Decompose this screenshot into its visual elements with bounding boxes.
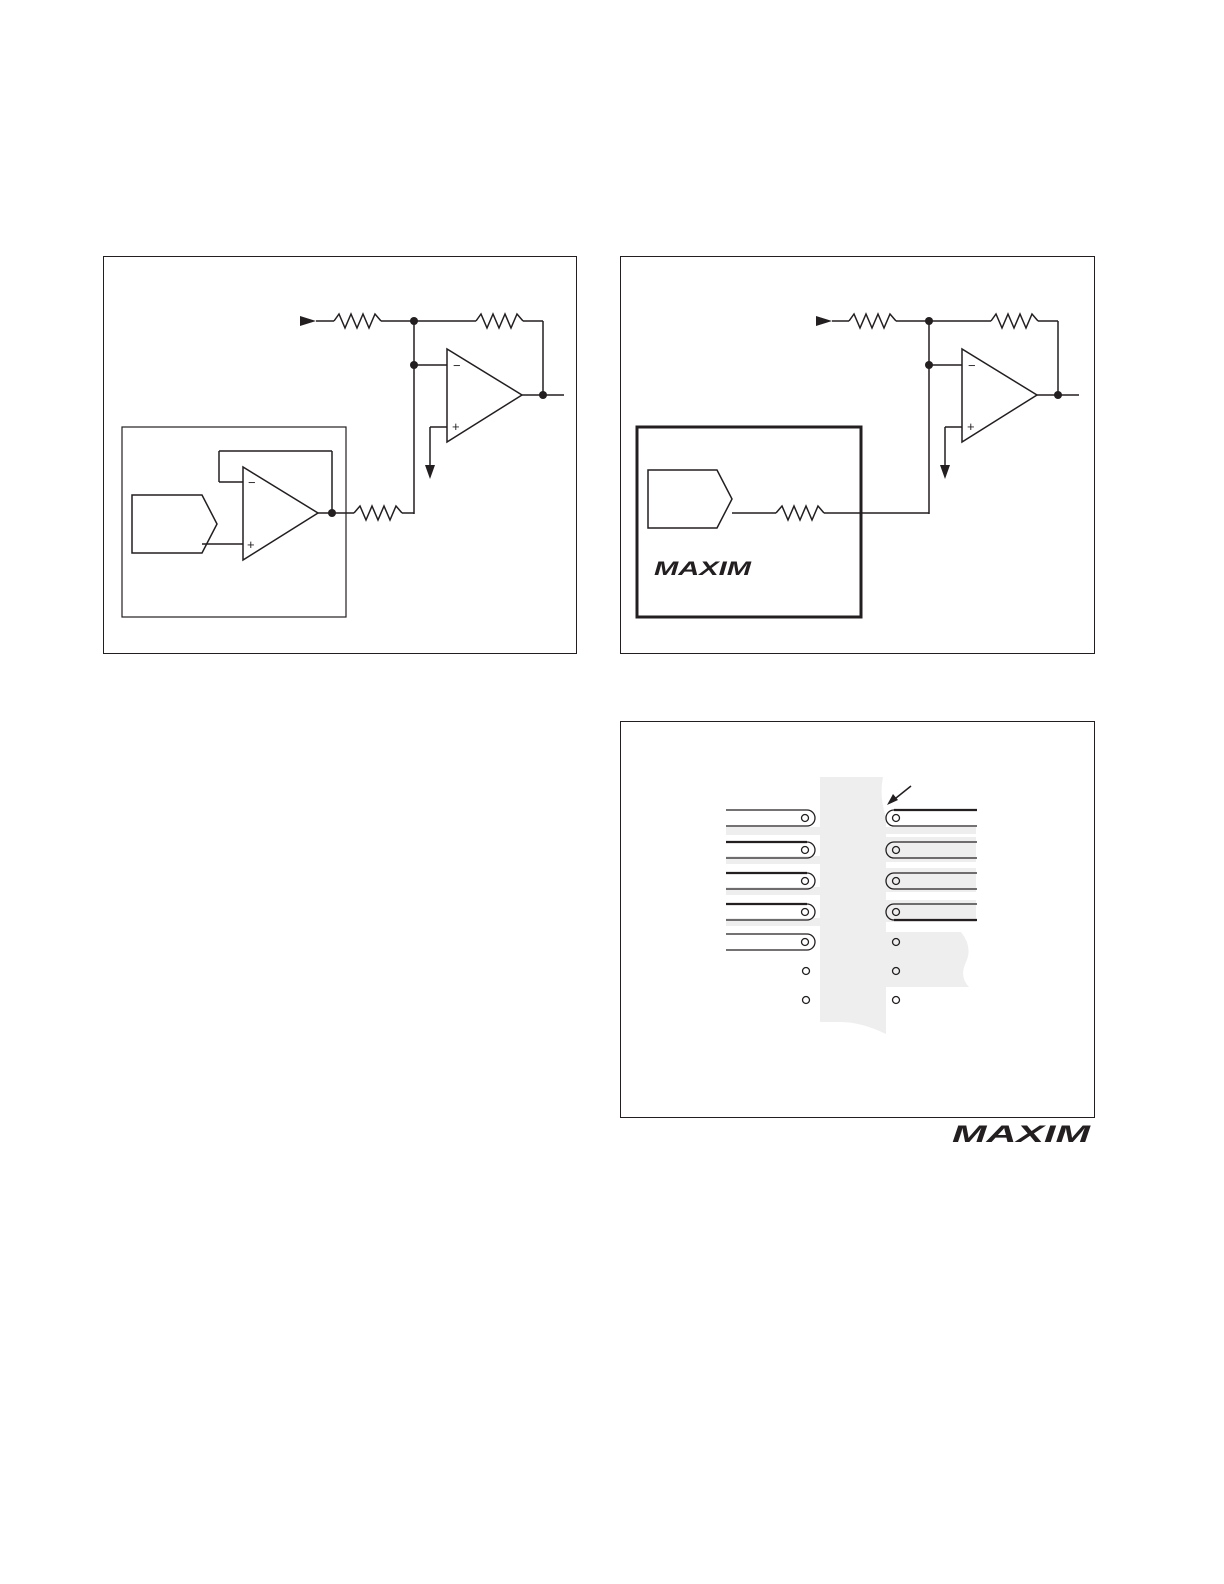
maxim-logo-text: MAXIM	[952, 1121, 1092, 1147]
right-trace-3	[885, 872, 977, 890]
dac-block	[647, 469, 733, 529]
opamp-summing	[961, 347, 1039, 444]
maxim-logo-inner: MAXIM	[654, 559, 753, 580]
schematic-buffered: − + − +	[121, 312, 564, 618]
input-arrow-icon	[816, 316, 832, 326]
resistor-internal	[775, 504, 825, 522]
via-pad	[891, 937, 901, 947]
opamp-plus-label: +	[452, 419, 460, 434]
opamp-minus-label: −	[968, 358, 976, 373]
maxim-logo-footer: MAXIM	[952, 1121, 1092, 1152]
via-pad	[891, 995, 901, 1005]
dac-block	[131, 494, 218, 554]
via-pad	[801, 966, 811, 976]
figure-buffered-dac-circuit: − + − +	[103, 256, 577, 654]
ic-package-box	[121, 426, 347, 618]
schematic-direct: − + MAXIM	[635, 312, 1079, 619]
figure-direct-dac-circuit: − + MAXIM	[620, 256, 1095, 654]
resistor-feedback	[990, 312, 1039, 330]
figure-pcb-layout	[620, 721, 1095, 1118]
pointer-arrow-icon	[887, 794, 898, 805]
buffer-plus-label: +	[247, 537, 255, 552]
via-pad	[801, 995, 811, 1005]
resistor-input	[848, 312, 897, 330]
opamp-summing	[446, 347, 524, 444]
opamp-minus-label: −	[453, 358, 461, 373]
input-arrow-icon	[300, 316, 316, 326]
left-trace-3	[726, 871, 816, 890]
opamp-plus-label: +	[967, 419, 975, 434]
resistor-input	[333, 312, 382, 330]
right-trace-2	[885, 841, 977, 859]
resistor-buffer-out	[353, 504, 403, 522]
via-pad	[891, 966, 901, 976]
left-trace-5	[726, 933, 816, 951]
right-trace-4	[885, 903, 977, 922]
left-trace-4	[726, 902, 816, 921]
left-trace-2	[726, 840, 816, 859]
right-trace-1	[885, 808, 977, 827]
resistor-feedback	[475, 312, 524, 330]
ground-arrow-icon	[940, 465, 950, 479]
ground-arrow-icon	[425, 465, 435, 479]
opamp-buffer	[242, 465, 320, 562]
buffer-minus-label: −	[248, 475, 256, 490]
left-trace-1	[726, 809, 816, 827]
ground-plane	[820, 777, 976, 1034]
ic-package-box	[635, 425, 863, 619]
pcb-layout	[726, 777, 977, 1034]
